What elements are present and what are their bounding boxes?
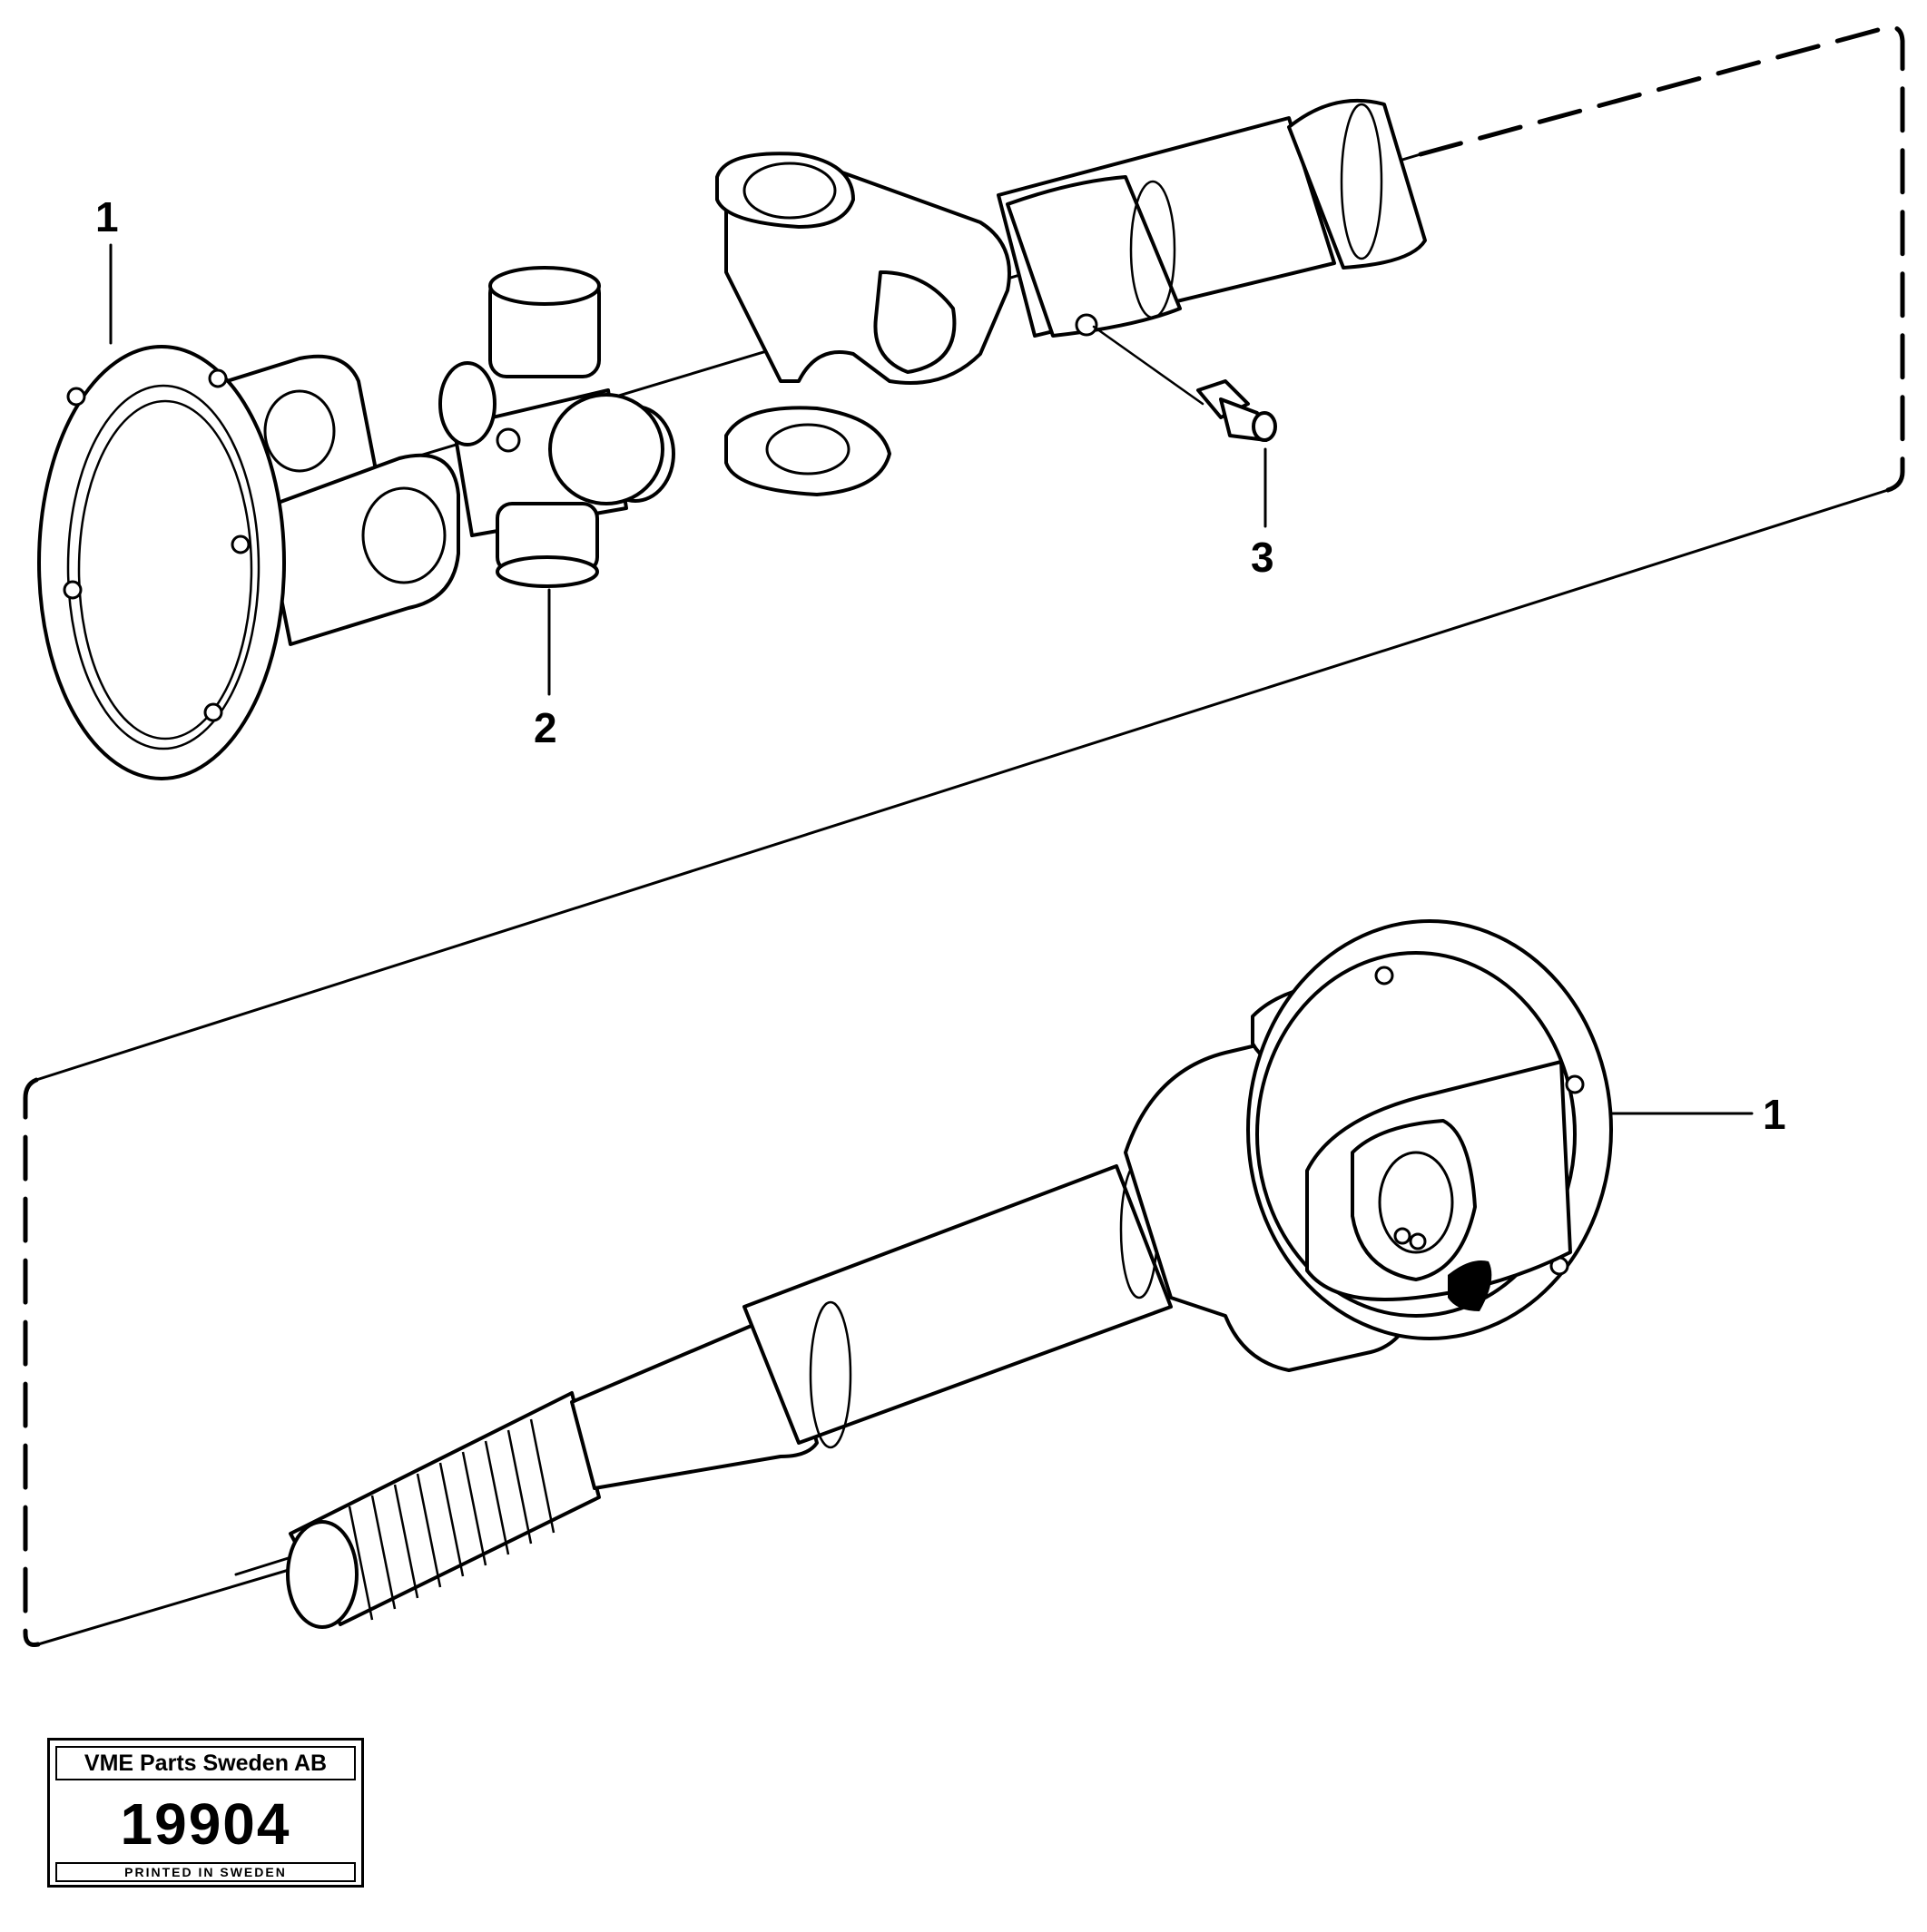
assembled-drive-shaft — [234, 919, 1754, 1629]
callout-1-top: 1 — [95, 193, 119, 240]
callout-1-bottom: 1 — [1763, 1091, 1786, 1138]
title-block: VME Parts Sweden AB 19904 PRINTED IN SWE… — [47, 1738, 364, 1888]
callout-2: 2 — [534, 704, 557, 751]
drawing-number: 19904 — [120, 1791, 291, 1857]
callout-leaders-top — [109, 243, 551, 696]
universal-joint-cross — [438, 266, 675, 588]
slip-yoke-tube — [715, 98, 1427, 496]
spline-grooves — [348, 1418, 555, 1621]
grease-nipple — [1092, 325, 1277, 528]
company-name: VME Parts Sweden AB — [55, 1746, 356, 1780]
dashed-enclosure — [23, 25, 1905, 1647]
printed-note: PRINTED IN SWEDEN — [55, 1862, 356, 1882]
callout-3: 3 — [1251, 534, 1274, 581]
flange-yoke-exploded — [37, 345, 460, 780]
